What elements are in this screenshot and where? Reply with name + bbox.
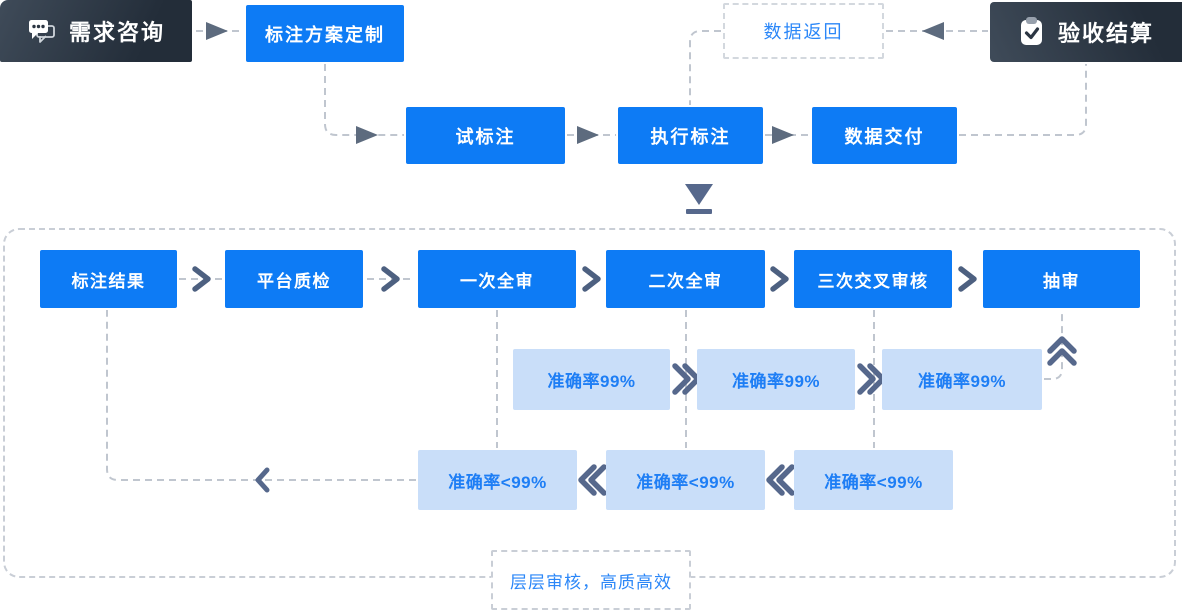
caption-box: 层层审核，高质高效 [491, 550, 691, 610]
connector-plan-to-trial [324, 64, 404, 136]
arrowhead-right-icon [356, 126, 378, 144]
arrowhead-right-icon [577, 126, 599, 144]
node-platform-qc-label: 平台质检 [257, 271, 331, 291]
arrowhead-right-icon [206, 22, 228, 40]
badge-accuracy-99-label: 准确率99% [917, 372, 1007, 391]
badge-accuracy-99: 准确率99% [697, 349, 855, 410]
node-second-full-review: 二次全审 [606, 250, 765, 308]
node-data-delivery: 数据交付 [812, 107, 957, 164]
arrowhead-left-icon [922, 22, 944, 40]
badge-accuracy-99-label: 准确率99% [731, 372, 821, 391]
badge-accuracy-below-99: 准确率<99% [606, 450, 765, 510]
badge-accuracy-below-99-label: 准确率<99% [824, 472, 923, 492]
node-annotation-result-label: 标注结果 [71, 271, 146, 291]
badge-accuracy-99-label: 准确率99% [547, 372, 636, 391]
node-annotation-result: 标注结果 [40, 250, 177, 308]
node-trial-annotation: 试标注 [406, 107, 565, 164]
node-data-return: 数据返回 [723, 3, 884, 59]
node-spot-check: 抽审 [983, 250, 1140, 308]
node-consult-label: 需求咨询 [68, 20, 165, 45]
arrowhead-right-icon [772, 126, 794, 144]
clipboard-check-icon [1018, 17, 1046, 47]
badge-accuracy-below-99-label: 准确率<99% [636, 472, 735, 492]
chat-icon [27, 17, 57, 45]
badge-accuracy-below-99: 准确率<99% [794, 450, 953, 510]
merge-down-icon [685, 184, 713, 214]
badge-accuracy-below-99: 准确率<99% [418, 450, 577, 510]
node-acceptance-label: 验收结算 [1057, 21, 1154, 46]
node-plan-custom-label: 标注方案定制 [265, 24, 385, 45]
node-platform-qc: 平台质检 [225, 250, 363, 308]
node-spot-check-label: 抽审 [1043, 271, 1080, 291]
node-plan-custom: 标注方案定制 [246, 5, 404, 62]
node-first-full-review: 一次全审 [418, 250, 576, 308]
node-first-full-review-label: 一次全审 [460, 271, 534, 291]
node-acceptance: 验收结算 [990, 2, 1182, 62]
node-execute-annotation: 执行标注 [618, 107, 763, 164]
node-data-return-label: 数据返回 [763, 22, 844, 42]
connector-delivery-to-acceptance [959, 64, 1087, 136]
badge-accuracy-99: 准确率99% [882, 349, 1042, 410]
node-consult: 需求咨询 [0, 0, 192, 62]
node-second-full-review-label: 二次全审 [648, 271, 723, 291]
connector-data-return-to-execute [689, 30, 721, 105]
badge-accuracy-99: 准确率99% [513, 349, 670, 410]
node-trial-annotation-label: 试标注 [455, 126, 516, 147]
node-third-cross-review: 三次交叉审核 [794, 250, 952, 308]
node-data-delivery-label: 数据交付 [844, 126, 925, 147]
node-execute-annotation-label: 执行标注 [650, 126, 731, 147]
badge-accuracy-below-99-label: 准确率<99% [448, 472, 547, 492]
node-third-cross-review-label: 三次交叉审核 [817, 271, 929, 291]
caption-label: 层层审核，高质高效 [510, 572, 672, 592]
